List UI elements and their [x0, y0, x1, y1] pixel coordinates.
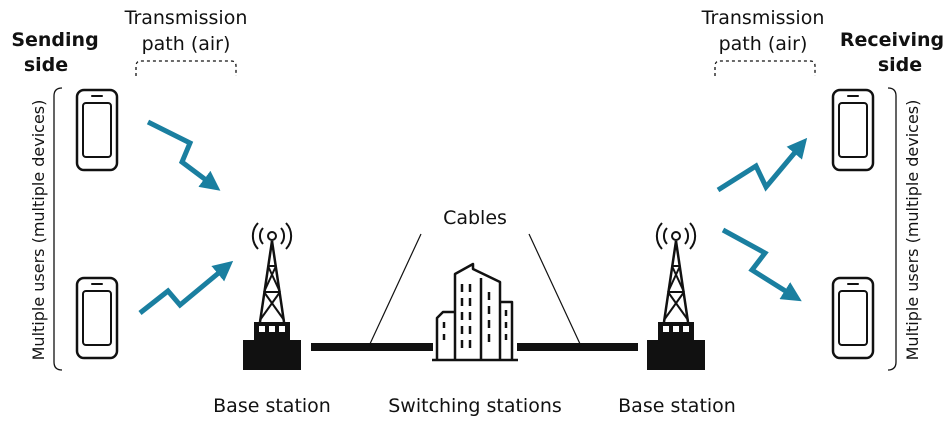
transmission-path-right-line1: Transmission [701, 7, 825, 29]
base-station-left-label: Base station [213, 395, 331, 417]
receiving-side-line1: Receiving [840, 29, 944, 51]
cable-left [311, 343, 433, 351]
cables-pointer-right [528, 233, 582, 347]
receiving-side-line2: side [878, 54, 922, 76]
wireless-signal-arrow-icon [721, 227, 802, 302]
transmission-bracket-left [135, 60, 237, 76]
smartphone-icon [831, 88, 875, 172]
users-bracket-right [887, 87, 897, 371]
transmission-path-left-line1: Transmission [124, 7, 248, 29]
switching-stations-label: Switching stations [388, 395, 562, 417]
transmission-path-left-line2: path (air) [142, 33, 231, 55]
transmission-path-right-line2: path (air) [719, 33, 808, 55]
sending-side-line1: Sending [11, 29, 98, 51]
multiple-users-left-label: Multiple users (multiple devices) [29, 100, 48, 361]
transmission-bracket-right [714, 60, 816, 76]
users-bracket-left [53, 87, 63, 371]
cables-label: Cables [443, 207, 507, 229]
wireless-signal-arrow-icon [138, 260, 234, 315]
building-icon [432, 262, 518, 362]
cable-right [517, 343, 638, 351]
wireless-signal-arrow-icon [146, 119, 221, 191]
base-station-right-label: Base station [618, 395, 736, 417]
cables-pointer-left [368, 233, 422, 347]
smartphone-icon [831, 276, 875, 360]
antenna-tower-icon [645, 221, 707, 372]
smartphone-icon [75, 88, 119, 172]
smartphone-icon [75, 276, 119, 360]
sending-side-line2: side [24, 54, 68, 76]
antenna-tower-icon [241, 221, 303, 372]
wireless-signal-arrow-icon [716, 137, 808, 193]
multiple-users-right-label: Multiple users (multiple devices) [903, 100, 922, 361]
